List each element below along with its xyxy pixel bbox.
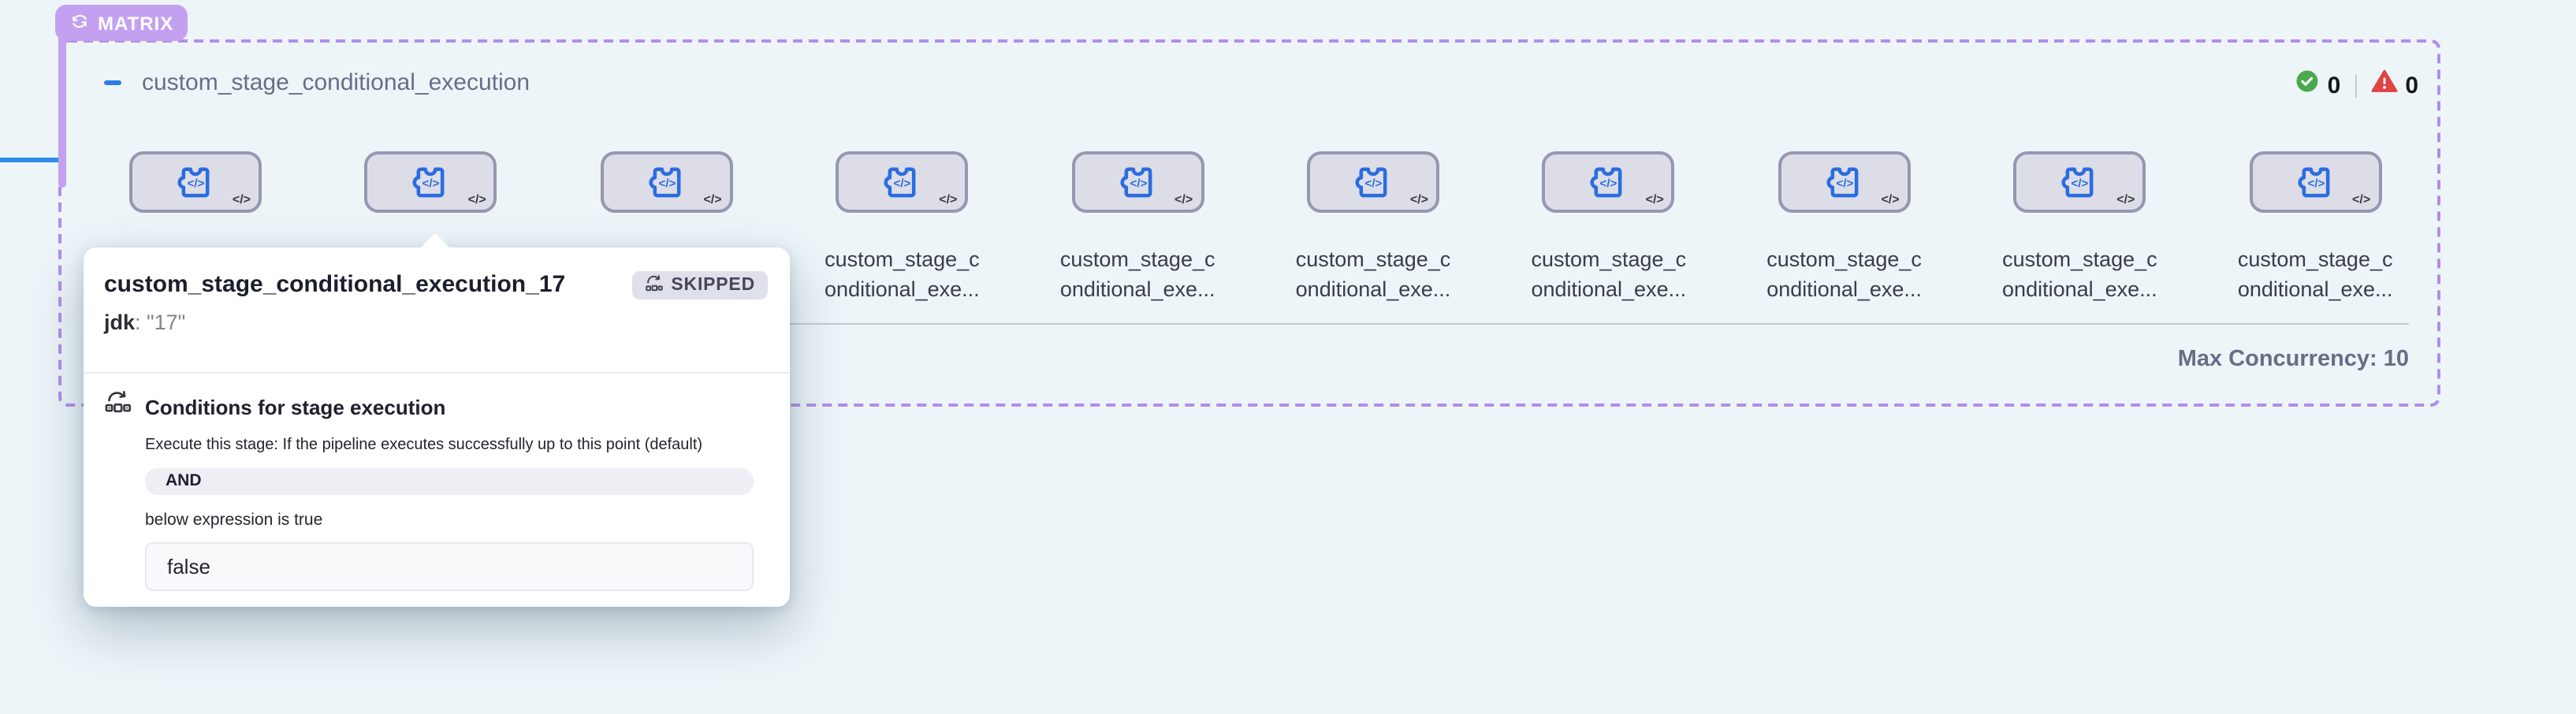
custom-stage-icon [2061, 166, 2094, 197]
matrix-badge: MATRIX [55, 5, 188, 41]
custom-stage-icon [649, 166, 681, 197]
custom-stage-icon [884, 166, 916, 197]
pipeline-connector-line [0, 158, 61, 162]
code-icon: </> [703, 192, 722, 206]
matrix-stage-card[interactable]: </> </> [600, 151, 733, 213]
collapse-matrix-button[interactable] [104, 80, 121, 85]
svg-text:</>: </> [658, 176, 676, 189]
svg-text:</>: </> [894, 176, 911, 189]
conditions-section: Conditions for stage execution Execute t… [84, 374, 790, 607]
stage-card-label: custom_stage_c onditional_exe... [2002, 247, 2157, 300]
max-concurrency-divider [88, 323, 2409, 325]
expression-field: false [145, 542, 754, 591]
code-icon: </> [2352, 192, 2371, 206]
custom-stage-icon [413, 166, 445, 197]
conditional-execution-icon [104, 389, 132, 424]
stage-card-label: custom_stage_c onditional_exe... [1059, 247, 1215, 300]
error-warning-icon [2370, 69, 2397, 101]
success-check-icon [2296, 69, 2320, 101]
svg-text:</>: </> [1600, 176, 1617, 189]
custom-stage-icon [1355, 166, 1387, 197]
stage-card-label: custom_stage_c onditional_exe... [1766, 247, 1922, 300]
code-icon: </> [1645, 192, 1664, 206]
tooltip-stage-title: custom_stage_conditional_execution_17 [104, 271, 566, 298]
max-concurrency-label: Max Concurrency: [2177, 347, 2377, 372]
code-icon: </> [2116, 192, 2135, 206]
code-icon: </> [1174, 192, 1193, 206]
svg-text:</>: </> [1130, 176, 1147, 189]
custom-stage-icon [177, 166, 210, 197]
skip-condition-icon [644, 273, 663, 297]
matrix-stage-card[interactable]: </> </> [836, 151, 969, 213]
condition-text: below expression is true [145, 511, 323, 530]
custom-stage-icon [1591, 166, 1623, 197]
success-count: 0 [2327, 72, 2341, 99]
svg-text:</>: </> [1836, 176, 1853, 189]
stage-tooltip: custom_stage_conditional_execution_17 SK… [84, 233, 790, 607]
code-icon: </> [939, 192, 958, 206]
svg-text:</>: </> [423, 176, 440, 189]
code-icon: </> [467, 192, 486, 206]
stage-card-label: custom_stage_c onditional_exe... [1531, 247, 1687, 300]
matrix-status-summary: 0 0 [2296, 69, 2418, 101]
param-key: jdk [104, 311, 136, 334]
custom-stage-icon [1119, 166, 1152, 197]
tooltip-divider [84, 372, 790, 374]
loop-icon [69, 10, 90, 35]
svg-text:</>: </> [2072, 176, 2089, 189]
param-value: : "17" [135, 311, 186, 334]
matrix-badge-label: MATRIX [98, 12, 174, 34]
matrix-stage-card[interactable]: </> </> [1778, 151, 1911, 213]
matrix-stage-card[interactable]: </> </> [364, 151, 497, 213]
svg-text:</>: </> [2307, 176, 2325, 189]
matrix-stage-card[interactable]: </> </> [2013, 151, 2146, 213]
svg-text:</>: </> [187, 176, 204, 189]
skipped-status-badge: SKIPPED [631, 271, 768, 299]
matrix-param-row: jdk: "17" [84, 299, 790, 334]
custom-stage-icon [2297, 166, 2329, 197]
max-concurrency-value: 10 [2383, 347, 2409, 372]
stage-card-label: custom_stage_c onditional_exe... [825, 247, 980, 300]
stage-card-label: custom_stage_c onditional_exe... [2237, 247, 2393, 300]
error-count: 0 [2405, 72, 2418, 99]
max-concurrency: Max Concurrency:10 [2178, 347, 2409, 372]
custom-stage-icon [1826, 166, 1859, 197]
conditions-heading: Conditions for stage execution [145, 395, 446, 418]
stage-card-label: custom_stage_c onditional_exe... [1295, 247, 1451, 300]
skipped-label: SKIPPED [671, 276, 755, 295]
conditions-description: Execute this stage: If the pipeline exec… [145, 437, 703, 454]
matrix-stage-card[interactable]: </> </> [1542, 151, 1675, 213]
matrix-stage-card[interactable]: </> </> [1071, 151, 1204, 213]
tooltip-header: custom_stage_conditional_execution_17 SK… [84, 247, 790, 299]
code-icon: </> [1881, 192, 1900, 206]
code-icon: </> [232, 192, 251, 206]
operator-pill: AND [145, 468, 754, 495]
matrix-stage-name: custom_stage_conditional_execution [142, 69, 530, 96]
status-divider [2355, 73, 2357, 97]
code-icon: </> [1409, 192, 1428, 206]
matrix-stage-card[interactable]: </> </> [1307, 151, 1439, 213]
svg-text:</>: </> [1364, 176, 1382, 189]
matrix-stage-card[interactable]: </> </> [129, 151, 262, 213]
matrix-container [58, 39, 2440, 407]
matrix-badge-tail [58, 35, 66, 188]
matrix-stage-card[interactable]: </> </> [2249, 151, 2382, 213]
